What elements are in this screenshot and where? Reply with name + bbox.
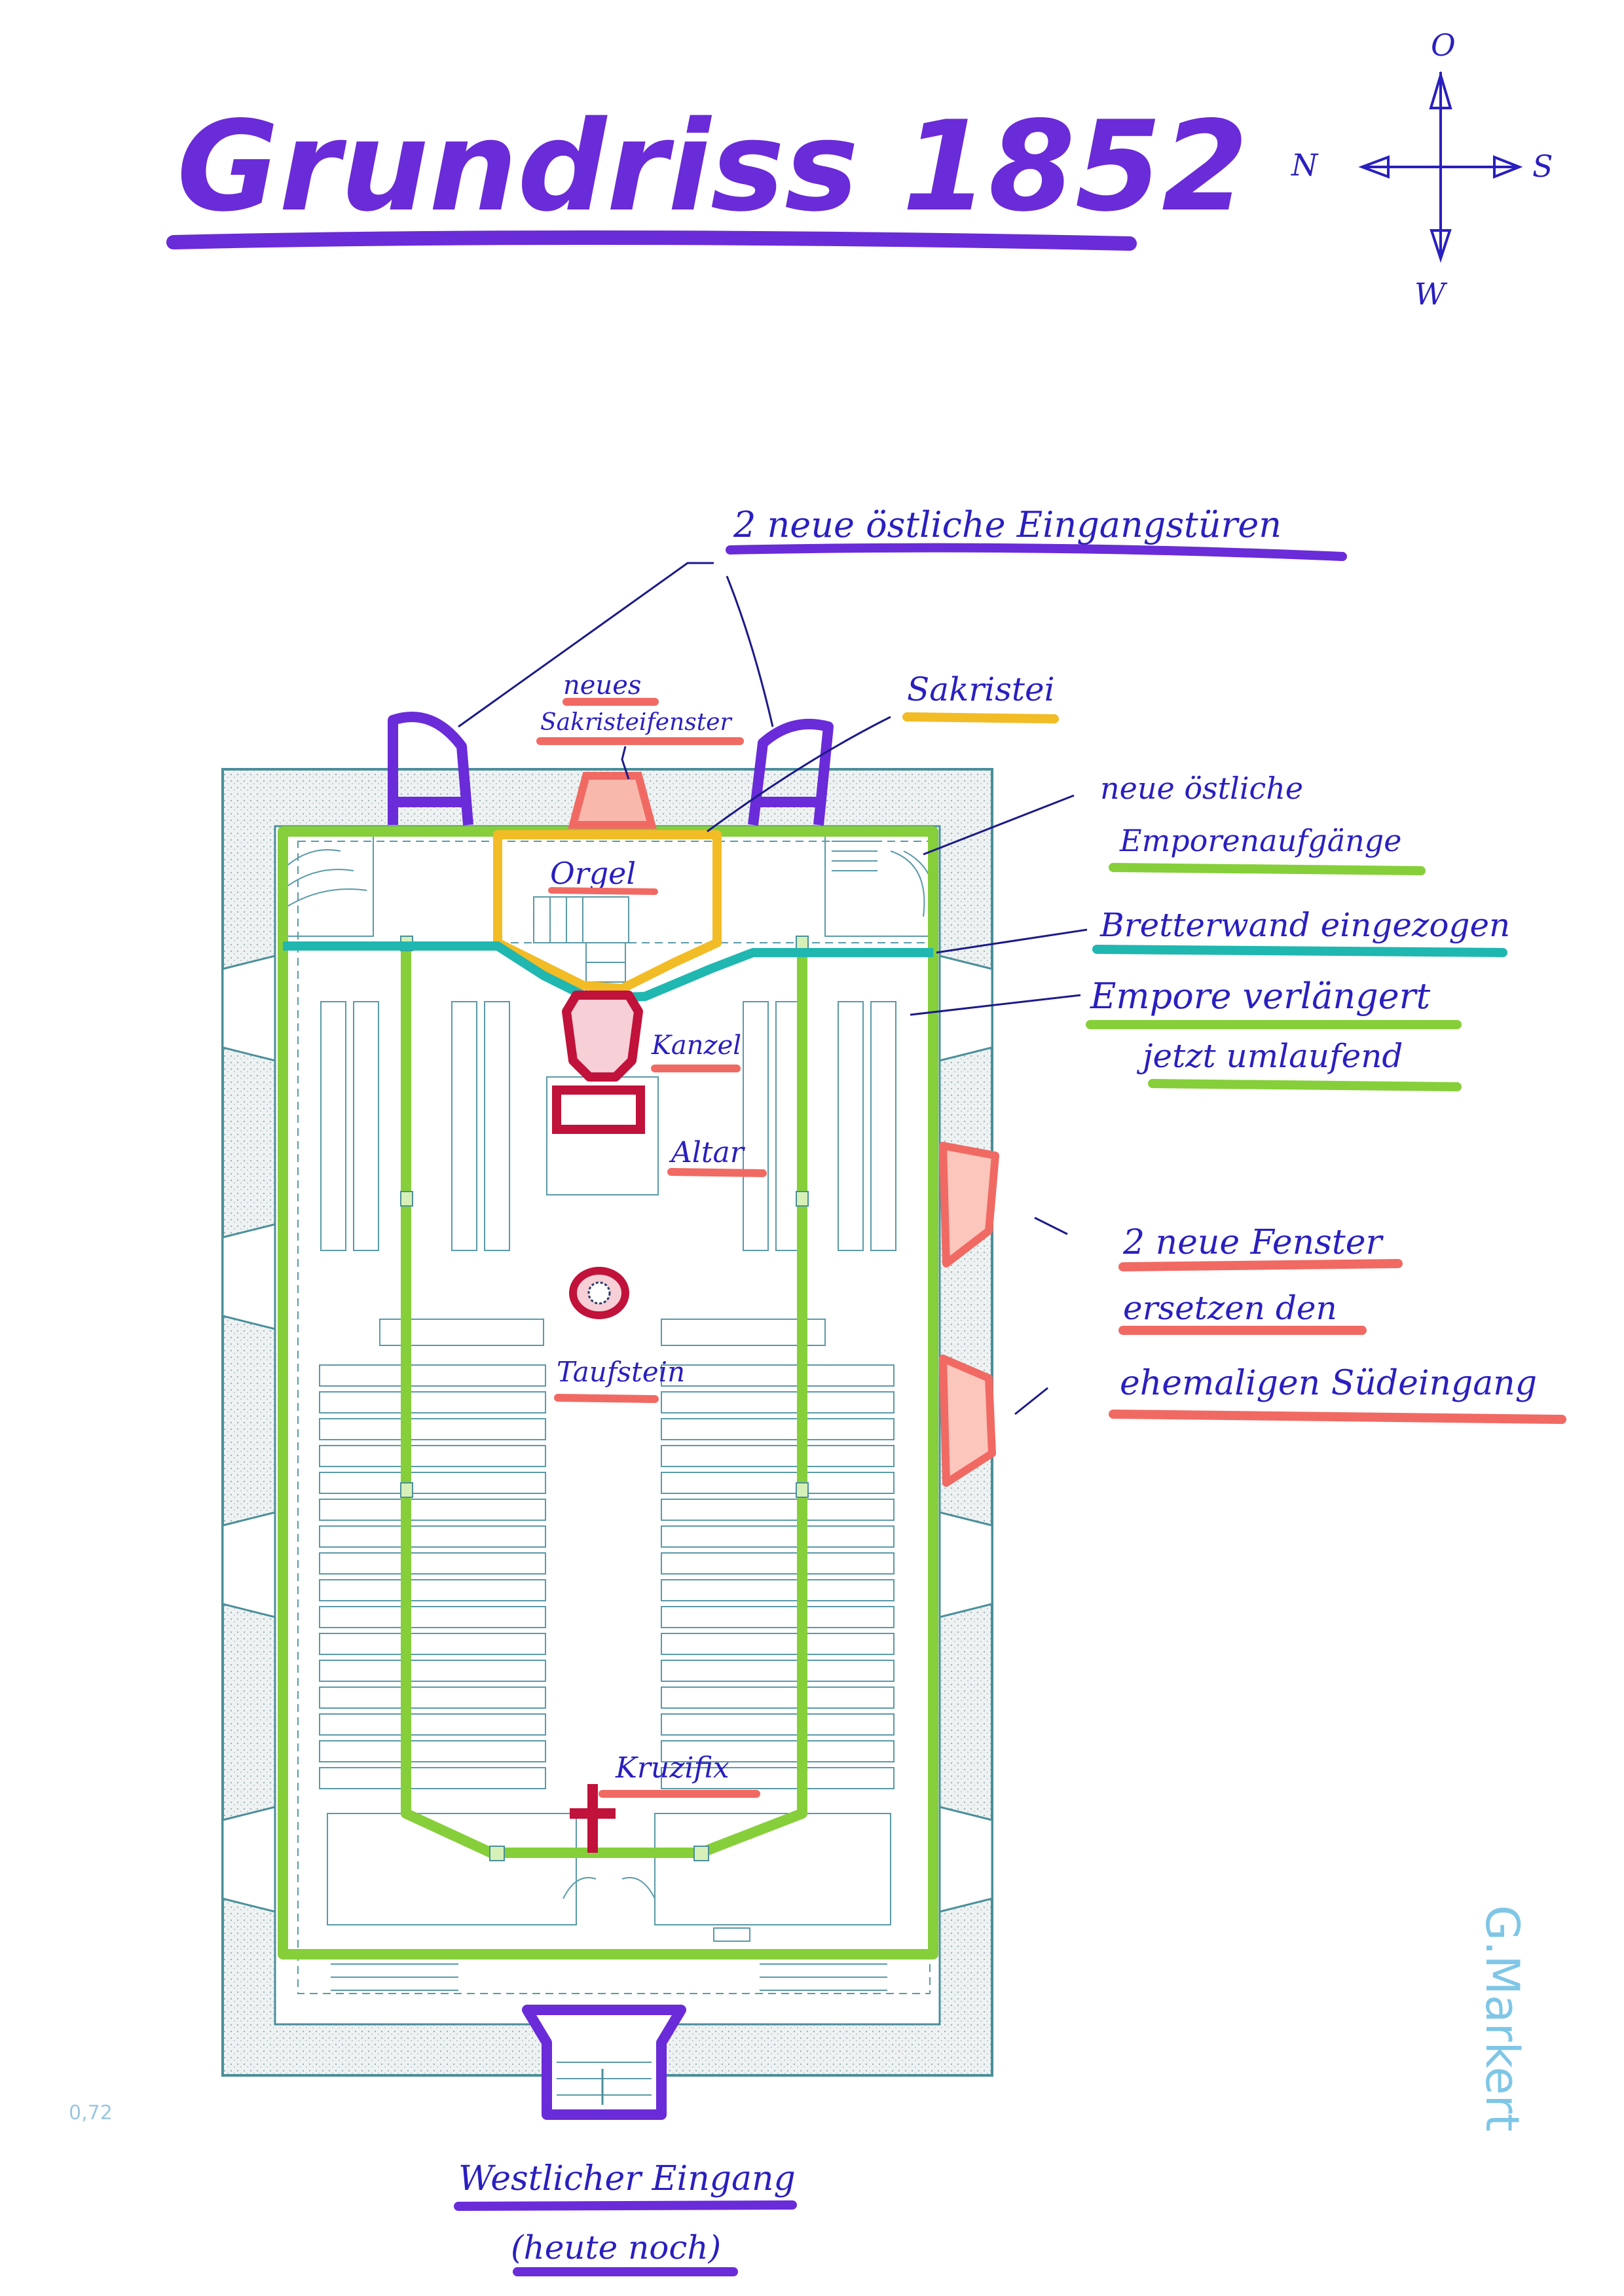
crucifix-highlight bbox=[570, 1784, 616, 1853]
label-gallery-1: Empore verlängert bbox=[1090, 975, 1430, 1017]
pew bbox=[319, 1525, 546, 1548]
pulpit-highlight bbox=[562, 991, 643, 1082]
label-gallery-2: jetzt umlaufend bbox=[1136, 1037, 1403, 1075]
label-sacristy-window-1: neues bbox=[563, 670, 641, 701]
west-vestibule bbox=[327, 1813, 891, 1991]
underline-sacristy bbox=[902, 712, 1059, 723]
label-west-entrance-2: (heute noch) bbox=[511, 2229, 721, 2267]
pew bbox=[661, 1364, 895, 1387]
page-title: Grundriss 1852 bbox=[177, 94, 1248, 239]
label-gallery-stairs-1: neue östliche bbox=[1100, 771, 1303, 806]
label-windows-1: 2 neue Fenster bbox=[1122, 1223, 1384, 1262]
pew bbox=[661, 1472, 895, 1494]
pew bbox=[661, 1445, 895, 1467]
title-underline bbox=[166, 230, 1137, 251]
label-gallery-stairs-2: Emporenaufgänge bbox=[1119, 823, 1401, 858]
pew bbox=[319, 1686, 546, 1709]
pew bbox=[319, 1740, 546, 1762]
pew bbox=[661, 1606, 895, 1628]
label-pulpit: Kanzel bbox=[651, 1030, 741, 1061]
pew bbox=[661, 1391, 895, 1413]
pew bbox=[661, 1579, 895, 1601]
pew bbox=[661, 1525, 895, 1548]
pew bbox=[319, 1606, 546, 1628]
pew bbox=[661, 1660, 895, 1682]
label-sacristy: Sakristei bbox=[907, 670, 1055, 708]
label-altar: Altar bbox=[669, 1136, 746, 1169]
sacristy-window-highlight bbox=[568, 772, 657, 829]
pew bbox=[319, 1391, 546, 1413]
label-windows-3: ehemaligen Südeingang bbox=[1120, 1364, 1537, 1403]
underline-windows-1 bbox=[1118, 1259, 1403, 1271]
pew bbox=[319, 1767, 546, 1789]
signature-stamp: G.Markert bbox=[1475, 1905, 1529, 2132]
pew bbox=[661, 1499, 895, 1521]
compass-north-label: N bbox=[1291, 147, 1319, 183]
pew bbox=[319, 1713, 546, 1736]
altar-highlight bbox=[552, 1085, 645, 1134]
underline-gallery-stairs bbox=[1109, 863, 1426, 875]
underline-altar bbox=[667, 1168, 767, 1177]
west-entrance-highlight bbox=[522, 2005, 686, 2120]
pews-left bbox=[319, 1319, 546, 1789]
east-doors-highlight bbox=[388, 712, 834, 826]
underline-font bbox=[554, 1394, 659, 1403]
underline-east-doors bbox=[726, 543, 1347, 561]
pew bbox=[319, 1552, 546, 1575]
pew bbox=[319, 1472, 546, 1494]
pew bbox=[319, 1418, 546, 1440]
underline-organ bbox=[548, 887, 658, 895]
underline-west-entrance-1 bbox=[454, 2200, 797, 2211]
pews-right bbox=[661, 1319, 895, 1789]
pew bbox=[319, 1364, 546, 1387]
pew bbox=[319, 1499, 546, 1521]
underline-gallery-2 bbox=[1148, 1079, 1462, 1091]
pew bbox=[661, 1767, 895, 1789]
pew bbox=[661, 1633, 895, 1655]
side-benches bbox=[320, 1001, 896, 1251]
pew bbox=[319, 1633, 546, 1655]
label-organ: Orgel bbox=[550, 856, 636, 891]
pew bbox=[661, 1418, 895, 1440]
pew bbox=[319, 1660, 546, 1682]
pew bbox=[661, 1319, 826, 1346]
underline-board-wall bbox=[1092, 945, 1507, 957]
compass-west-label: W bbox=[1414, 276, 1448, 312]
south-windows-highlight bbox=[939, 1142, 999, 1487]
compass-icon bbox=[1358, 71, 1523, 263]
label-font: Taufstein bbox=[557, 1356, 685, 1388]
label-west-entrance-1: Westlicher Eingang bbox=[458, 2159, 796, 2198]
pew bbox=[661, 1713, 895, 1736]
pew bbox=[661, 1740, 895, 1762]
underline-windows-3 bbox=[1109, 1410, 1566, 1424]
baptismal-font-highlight bbox=[569, 1267, 629, 1319]
pew bbox=[661, 1552, 895, 1575]
leader-lines bbox=[458, 562, 1088, 1415]
building-walls bbox=[221, 768, 993, 2077]
pew bbox=[661, 1686, 895, 1709]
pew bbox=[319, 1579, 546, 1601]
pew bbox=[379, 1319, 544, 1346]
label-board-wall: Bretterwand eingezogen bbox=[1099, 906, 1510, 944]
compass-east-label: O bbox=[1431, 27, 1456, 63]
label-sacristy-window-2: Sakristeifenster bbox=[540, 709, 732, 736]
label-windows-2: ersetzen den bbox=[1123, 1289, 1337, 1327]
pew bbox=[319, 1445, 546, 1467]
label-crucifix: Kruzifix bbox=[615, 1751, 729, 1785]
label-east-doors: 2 neue östliche Eingangstüren bbox=[733, 504, 1282, 545]
scale-note: 0,72 bbox=[69, 2102, 113, 2124]
compass-south-label: S bbox=[1532, 149, 1553, 184]
